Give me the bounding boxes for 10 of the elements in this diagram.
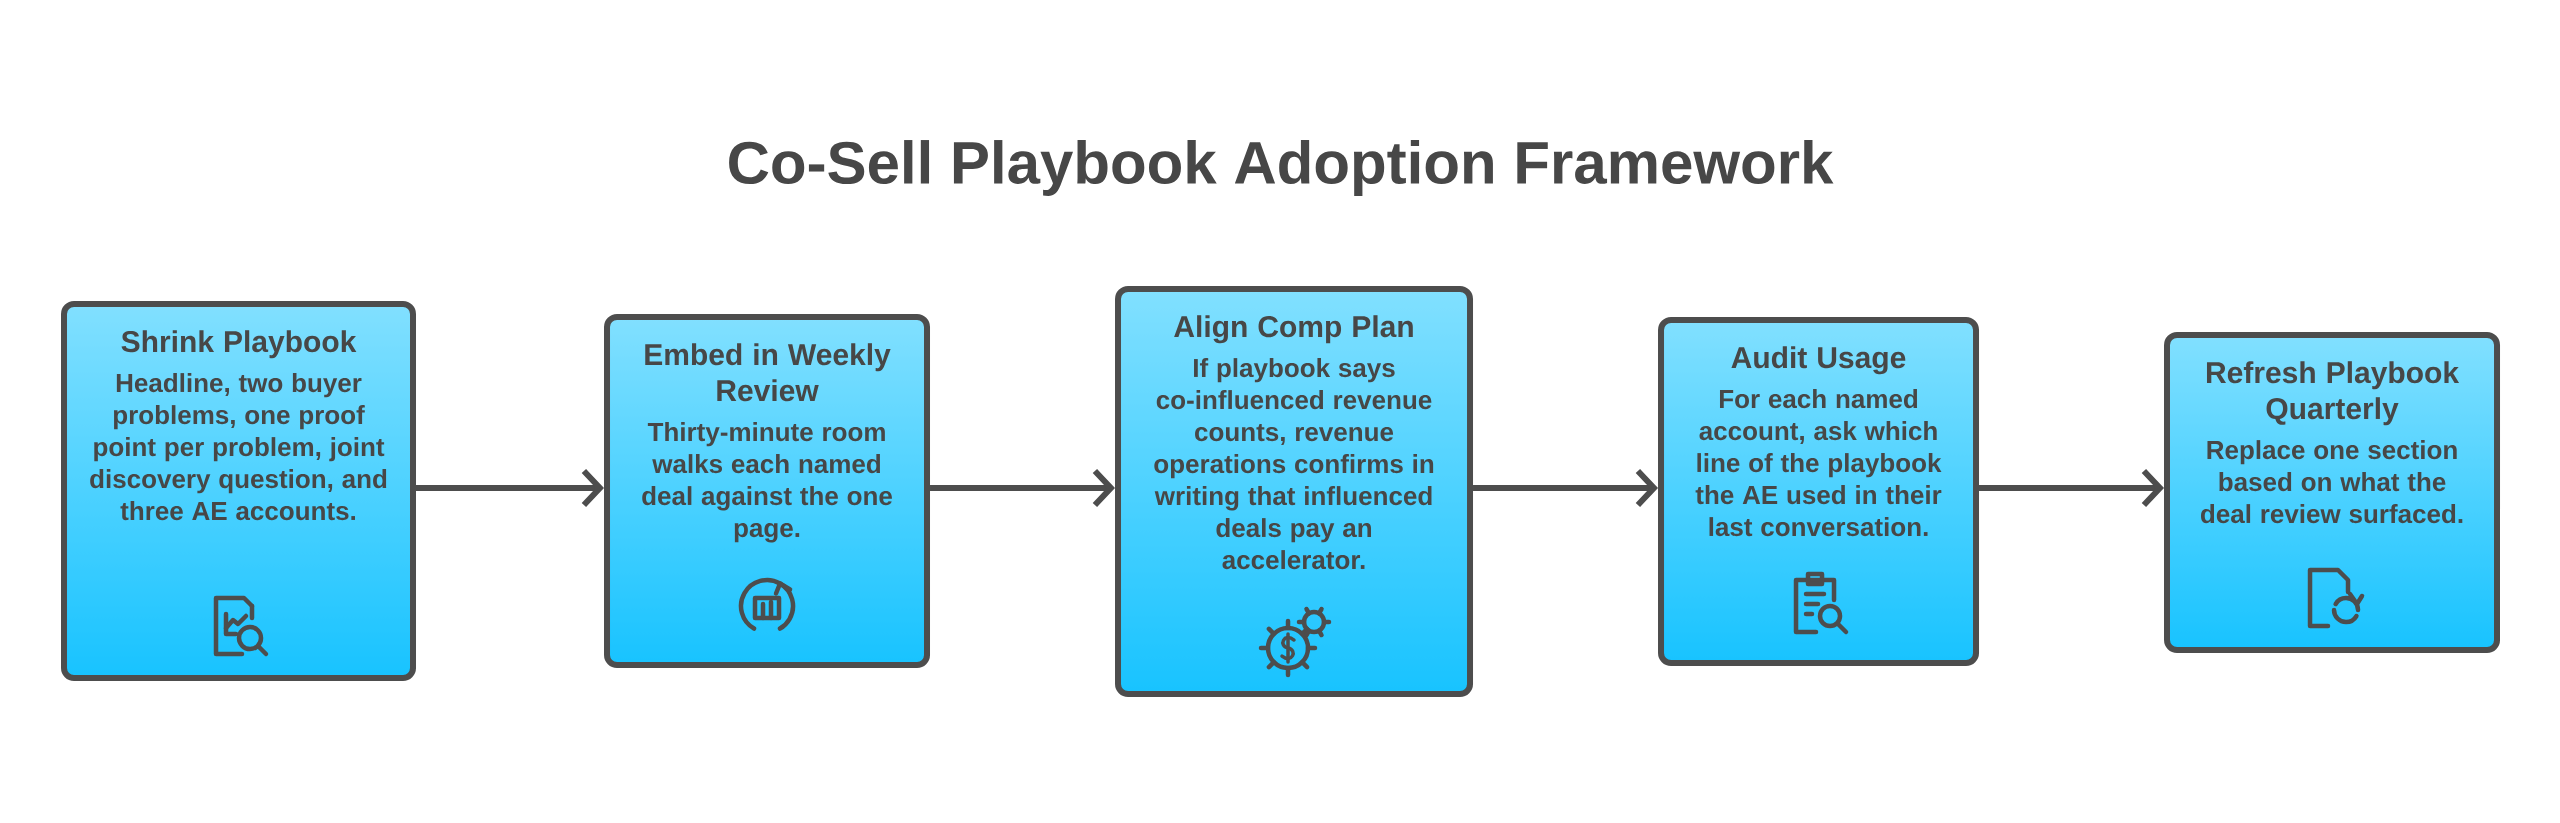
step-box: Embed in Weekly Review Thirty-minute room walks each named deal against the one page. [604,314,930,668]
title: Co-Sell Playbook Adoption Framework [729,140,1834,196]
arrow [416,468,604,508]
arrow [930,468,1116,508]
step-box: Refresh Playbook Quarterly Replace one section based on what the deal review surfaced. [2164,332,2500,653]
arrow [1979,468,2164,508]
step-box: Shrink Playbook Headline, two buyer problems, one proof point per problem, joint discovery question, and three AE accounts. [61,301,416,681]
step-box: Audit Usage For each named account, ask which line of the playbook the AE used in their last conversation. [1658,317,1979,666]
arrow [1473,468,1658,508]
step-box: Align Comp Plan If playbook says co-influenced revenue counts, revenue operations confirms in writing that influenced deals pay an accelerator. [1115,286,1473,697]
